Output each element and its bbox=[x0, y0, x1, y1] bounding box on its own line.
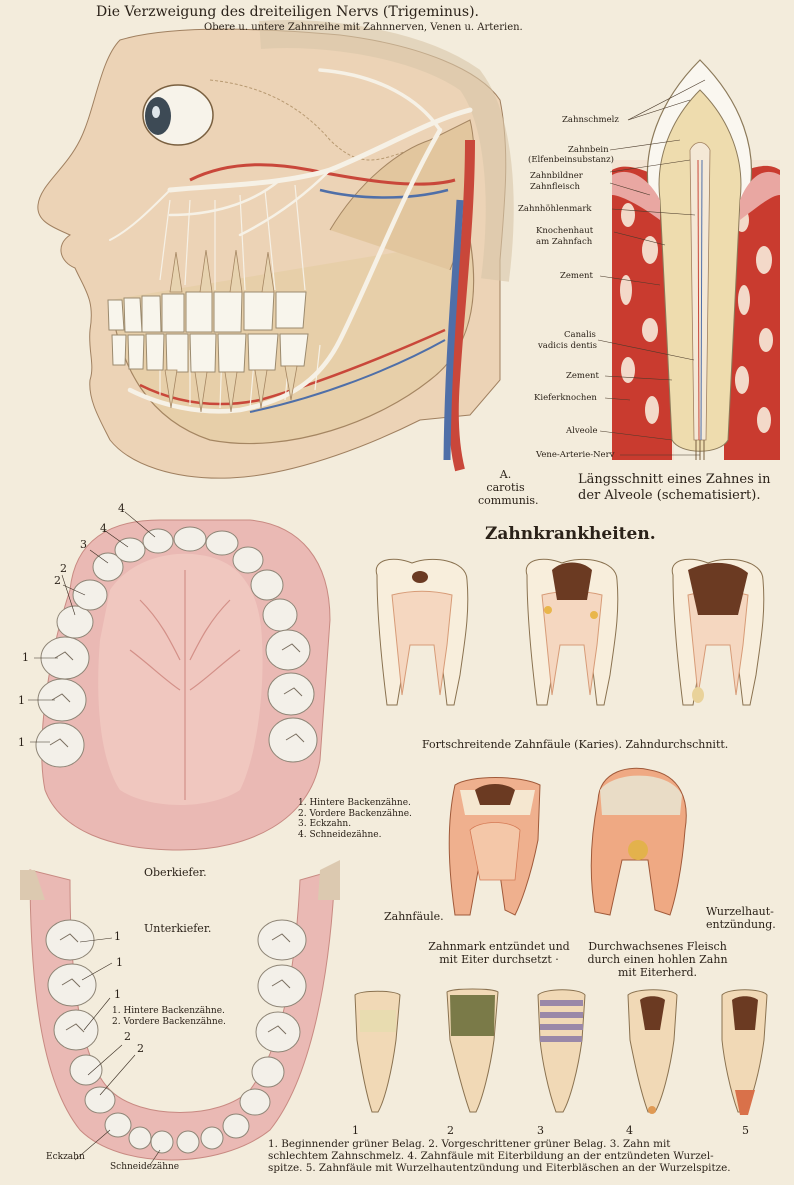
plate-subtitle: Obere u. untere Zahnreihe mit Zahnnerven… bbox=[204, 22, 523, 33]
upper-jaw-label: Oberkiefer. bbox=[144, 866, 207, 879]
stage-number-4: 4 bbox=[626, 1124, 633, 1137]
label-periosteum: Knochenhaut bbox=[536, 226, 594, 236]
label-canal-sub: vadicis dentis bbox=[538, 341, 598, 351]
lower-tooth-number: 1 bbox=[116, 956, 123, 969]
label-jawbone: Kieferknochen bbox=[534, 393, 597, 403]
label-vessels: Vene-Arterie-Nerv bbox=[536, 450, 615, 460]
plate-title: Die Verzweigung des dreiteiligen Nervs (… bbox=[96, 4, 479, 20]
canine-label: Eckzahn bbox=[46, 1152, 85, 1162]
upper-tooth-number: 1 bbox=[18, 736, 25, 749]
lower-tooth-number: 2 bbox=[124, 1030, 131, 1043]
lower-jaw-legend: 1. Hintere Backenzähne. 2. Vordere Backe… bbox=[112, 1006, 226, 1027]
upper-jaw-illustration bbox=[28, 511, 331, 851]
diseases-heading: Zahnkrankheiten. bbox=[485, 524, 656, 544]
upper-tooth-number: 4 bbox=[100, 522, 107, 535]
label-enamel: Zahnschmelz bbox=[562, 115, 619, 125]
label-pulp: Zahnhöhlenmark bbox=[518, 204, 592, 214]
lower-jaw-label: Unterkiefer. bbox=[144, 922, 212, 935]
upper-tooth-number: 1 bbox=[18, 694, 25, 707]
stage-number-2: 2 bbox=[447, 1124, 454, 1137]
inflamed-teeth-illustration bbox=[448, 767, 687, 916]
lower-tooth-number: 1 bbox=[114, 988, 121, 1001]
label-gum: Zahnfleisch bbox=[530, 182, 580, 192]
label-dentine-sub: (Elfenbeinsubstanz) bbox=[528, 155, 614, 165]
label-periosteum-sub: am Zahnfach bbox=[536, 237, 593, 247]
plaque-stage-teeth-illustration bbox=[354, 988, 768, 1115]
upper-tooth-number: 2 bbox=[54, 574, 61, 587]
head-profile-illustration bbox=[37, 20, 514, 479]
lower-jaw-illustration bbox=[20, 860, 340, 1166]
pulpitis-caption: Zahnmark entzündet und mit Eiter durchse… bbox=[428, 940, 570, 966]
stages-caption: 1. Beginnender grüner Belag. 2. Vorgesch… bbox=[268, 1138, 731, 1174]
periodontitis-label: Wurzelhaut- entzündung. bbox=[706, 905, 776, 931]
caries-caption: Fortschreitende Zahnfäule (Karies). Zahn… bbox=[422, 738, 729, 751]
label-cement-2: Zement bbox=[566, 371, 599, 381]
label-odontoblast: Zahnbildner bbox=[530, 171, 583, 181]
upper-tooth-number: 1 bbox=[22, 651, 29, 664]
upper-jaw-legend: 1. Hintere Backenzähne. 2. Vordere Backe… bbox=[298, 798, 412, 840]
abscess-caption: Durchwachsenes Fleisch durch einen hohle… bbox=[587, 940, 728, 979]
stage-number-3: 3 bbox=[537, 1124, 544, 1137]
label-canal: Canalis bbox=[564, 330, 596, 340]
lower-tooth-number: 2 bbox=[137, 1042, 144, 1055]
upper-tooth-number: 2 bbox=[60, 562, 67, 575]
stage-number-1: 1 bbox=[352, 1124, 359, 1137]
upper-tooth-number: 4 bbox=[118, 502, 125, 515]
stage-number-5: 5 bbox=[742, 1124, 749, 1137]
caries-teeth-illustration bbox=[375, 558, 765, 706]
label-cement-1: Zement bbox=[560, 271, 593, 281]
artery-label: A. carotis communis. bbox=[478, 468, 539, 507]
label-alveolus: Alveole bbox=[566, 426, 598, 436]
decay-label: Zahnfäule. bbox=[384, 910, 444, 923]
tooth-section-caption: Längsschnitt eines Zahnes in der Alveole… bbox=[578, 472, 771, 503]
tooth-section-illustration bbox=[597, 59, 780, 461]
upper-tooth-number: 3 bbox=[80, 538, 87, 551]
label-dentine: Zahnbein bbox=[568, 145, 609, 155]
lower-tooth-number: 1 bbox=[114, 930, 121, 943]
incisors-label: Schneidezähne bbox=[110, 1162, 180, 1172]
